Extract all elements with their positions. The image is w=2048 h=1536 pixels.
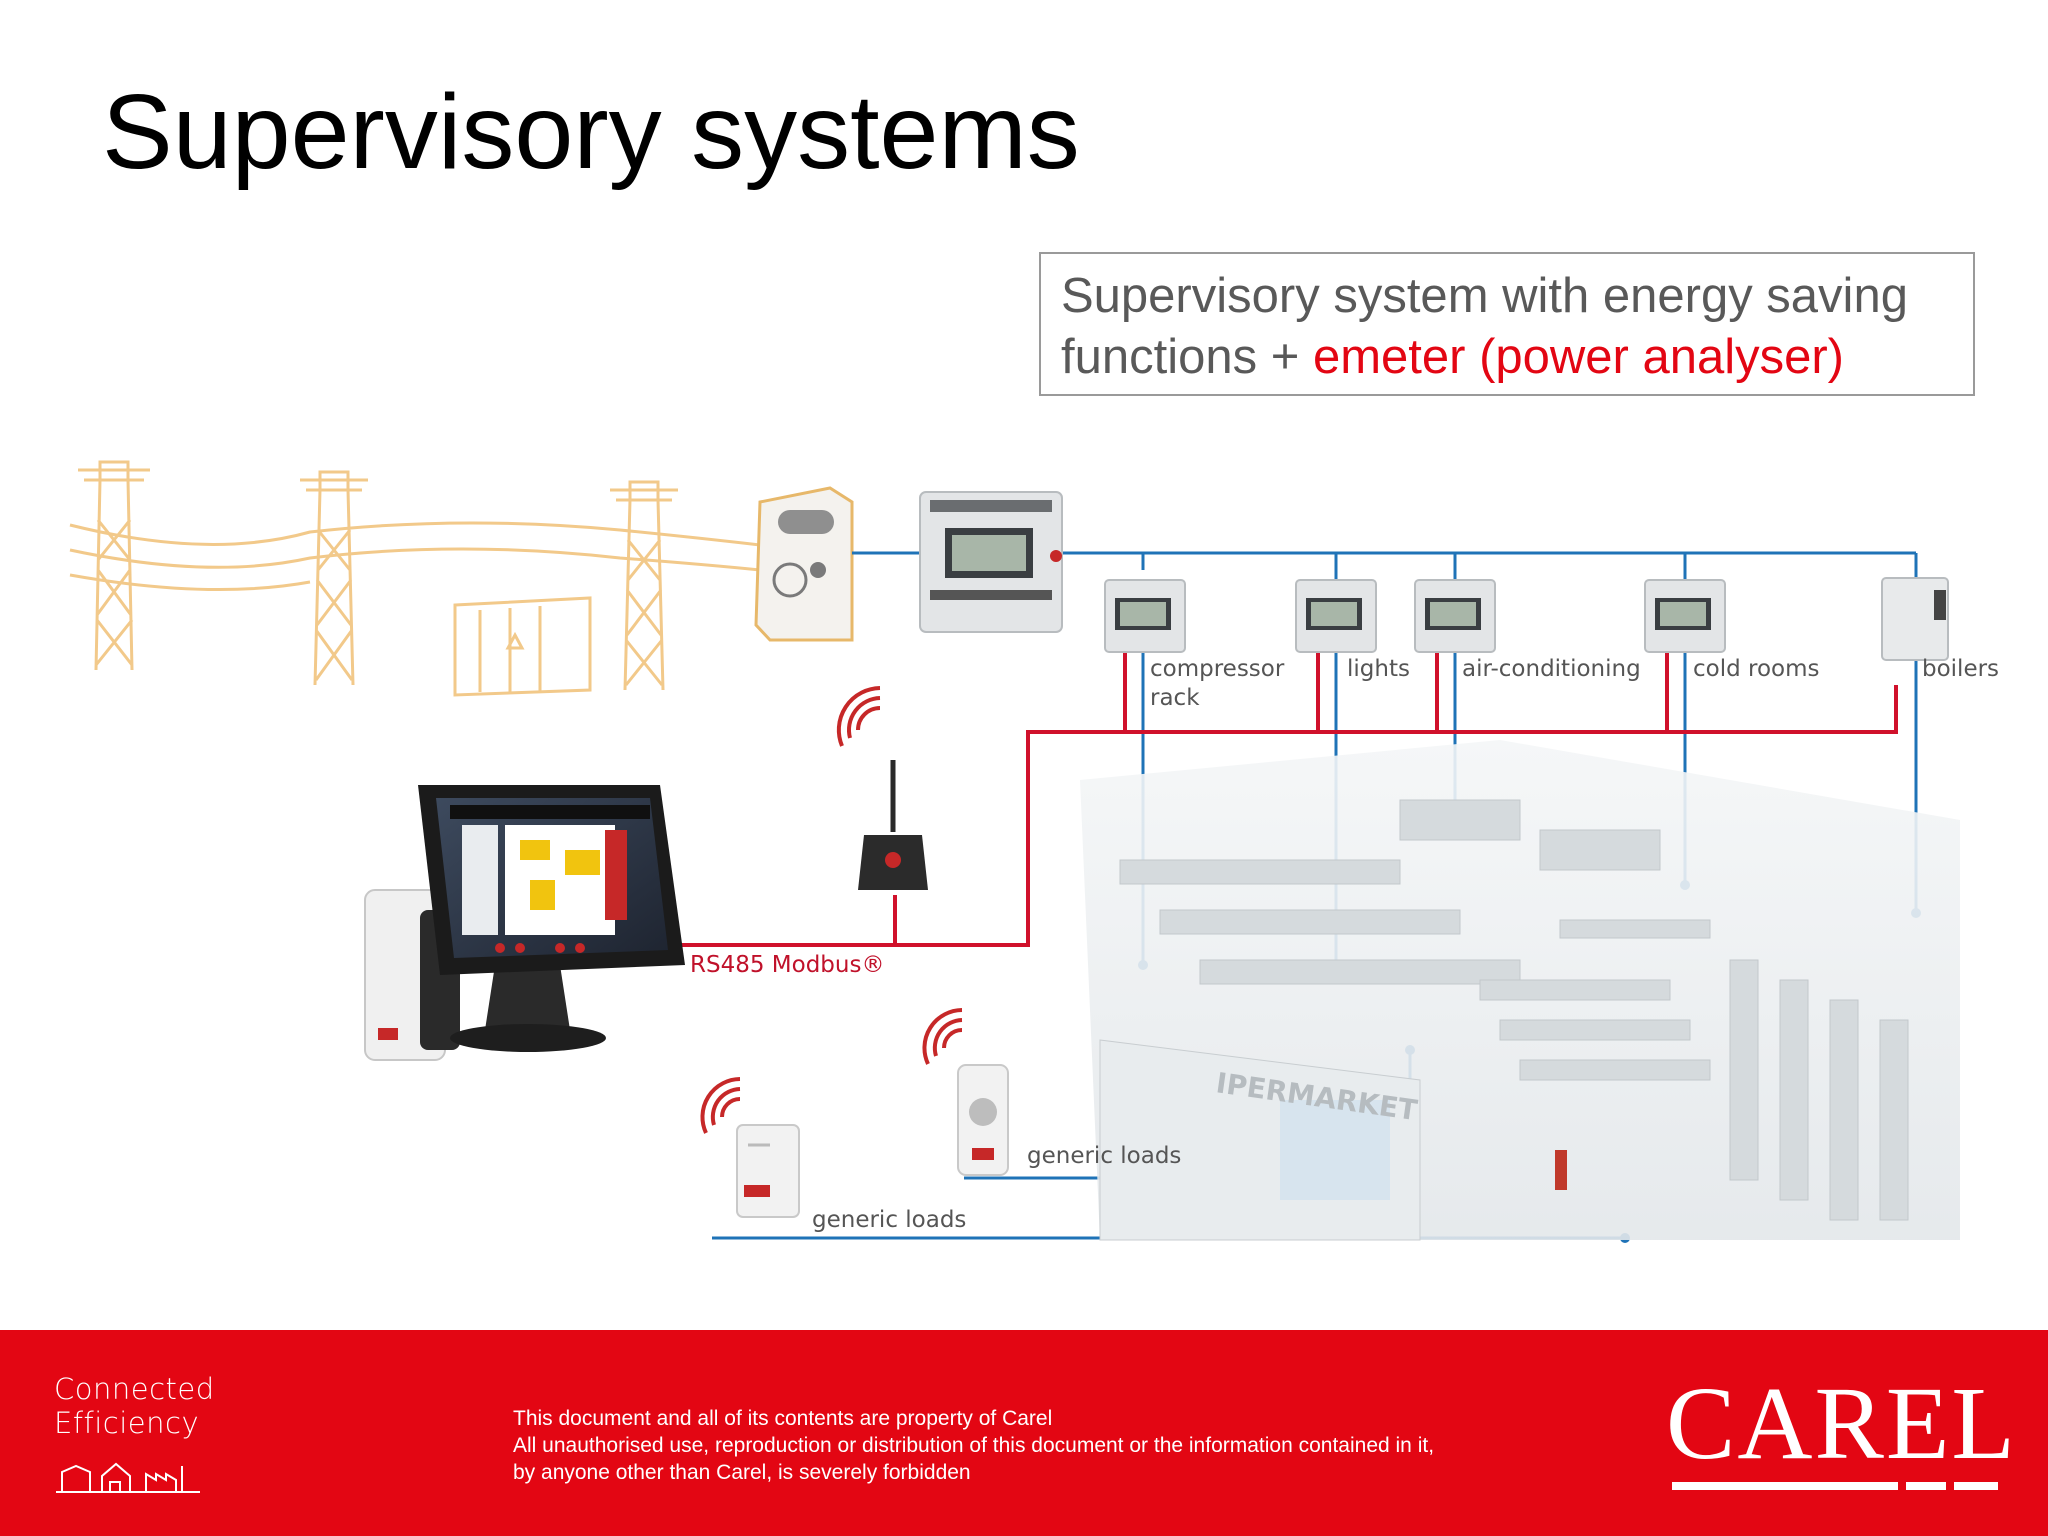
load-label-cold-rooms: cold rooms	[1693, 656, 1820, 682]
wireless-meter-icon	[736, 1124, 800, 1218]
footer-tagline: Connected Efficiency	[54, 1372, 215, 1440]
wireless-load-label-1: generic loads	[1027, 1143, 1181, 1169]
supervisor-touchscreen-icon	[364, 785, 685, 1061]
wireless-gateway-icon	[858, 760, 928, 890]
callout-highlight: emeter (power analyser)	[1312, 330, 1845, 384]
load-label-compressor-line2: rack	[1150, 685, 1200, 711]
sub-meter-cold-rooms-icon	[1644, 579, 1726, 653]
supermarket-illustration: IPERMARKET	[1080, 740, 1960, 1241]
footer: Connected Efficiency This document and a…	[0, 1330, 2048, 1536]
pylon-icon	[610, 480, 678, 691]
wifi-signal-icon	[700, 1077, 741, 1134]
pylon-icon	[78, 460, 150, 671]
load-label-compressor: compressor	[1150, 656, 1285, 682]
bus-label: RS485 Modbus®	[690, 952, 884, 978]
wireless-load-label-2: generic loads	[812, 1207, 966, 1233]
page-title: Supervisory systems	[102, 73, 1080, 191]
wifi-signal-icon	[836, 686, 881, 747]
callout-text: Supervisory system with energy saving fu…	[1061, 269, 1908, 384]
buildings-icon	[56, 1462, 200, 1493]
load-label-lights: lights	[1347, 656, 1410, 682]
substation-icon	[453, 596, 592, 697]
main-power-analyser-icon	[919, 491, 1063, 633]
wireless-socket-icon	[957, 1064, 1009, 1176]
system-diagram: IPERMARKET	[69, 460, 1999, 1243]
brand-logo: CAREL	[1666, 1366, 2017, 1481]
electricity-meter-icon	[754, 486, 854, 642]
pylon-icon	[300, 470, 368, 686]
sub-meter-compressor-icon	[1104, 579, 1186, 653]
callout-box: Supervisory system with energy saving fu…	[1039, 252, 1975, 396]
sub-meter-boilers-icon	[1881, 577, 1949, 661]
load-label-boilers: boilers	[1922, 656, 1999, 682]
sub-meter-lights-icon	[1295, 579, 1377, 653]
power-line-icon	[69, 460, 761, 697]
wifi-signal-icon	[922, 1008, 963, 1065]
copyright-notice: This document and all of its contents ar…	[513, 1407, 1435, 1484]
load-label-air-conditioning: air-conditioning	[1462, 656, 1641, 682]
sub-meter-air-conditioning-icon	[1414, 579, 1496, 653]
fire-extinguisher-icon	[1555, 1150, 1567, 1190]
logo-underline	[1672, 1482, 1998, 1490]
